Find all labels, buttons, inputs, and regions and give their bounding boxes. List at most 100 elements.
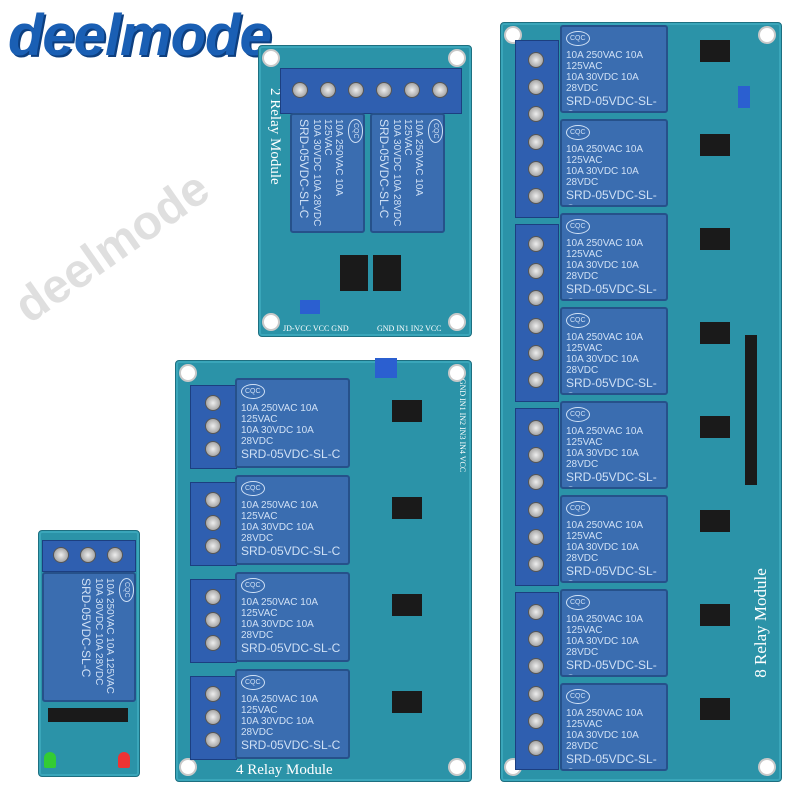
optocoupler bbox=[392, 400, 422, 422]
cert-mark: CQC bbox=[119, 578, 134, 602]
screw-terminal bbox=[53, 547, 70, 563]
screw-terminal bbox=[204, 441, 221, 458]
relay-model: SRD-05VDC-SL-C bbox=[241, 447, 341, 461]
screw-terminal bbox=[404, 82, 420, 98]
screw-terminal bbox=[204, 685, 221, 702]
mounting-hole bbox=[179, 364, 197, 382]
screw-terminal bbox=[528, 235, 544, 252]
screw-terminal bbox=[528, 290, 544, 307]
relay-model: SRD-05VDC-SL-C bbox=[566, 564, 657, 581]
cert-mark: CQC bbox=[566, 407, 590, 422]
relay-rating-2: 10A 30VDC 10A 28VDC bbox=[566, 730, 639, 752]
relay-rating-1: 10A 250VAC 10A 125VAC bbox=[566, 144, 643, 166]
screw-terminal bbox=[528, 161, 544, 177]
relay-rating-1: 10A 250VAC 10A 125VAC bbox=[566, 708, 643, 730]
screw-terminal bbox=[348, 82, 364, 98]
relay-rating-2: 10A 30VDC 10A 28VDC bbox=[93, 578, 104, 686]
screw-terminal bbox=[106, 547, 123, 563]
relay-rating-2: 10A 30VDC 10A 28VDC bbox=[241, 716, 314, 738]
screw-terminal bbox=[528, 529, 544, 545]
screw-terminal bbox=[528, 79, 544, 95]
header-pins bbox=[48, 708, 128, 722]
mounting-hole bbox=[448, 364, 466, 382]
mounting-hole bbox=[448, 49, 466, 67]
cert-mark: CQC bbox=[566, 31, 590, 46]
relay-rating-2: 10A 30VDC 10A 28VDC bbox=[566, 448, 639, 470]
optocoupler bbox=[373, 255, 401, 291]
screw-terminal bbox=[528, 317, 544, 334]
pin-labels: GND IN1 IN2 IN3 IN4 VCC bbox=[458, 378, 468, 473]
screw-terminal bbox=[376, 82, 392, 98]
jumper bbox=[375, 358, 397, 378]
relay-rating-1: 10A 250VAC 10A 125VAC bbox=[241, 403, 318, 425]
cert-mark: CQC bbox=[241, 384, 265, 399]
relay-rating-2: 10A 30VDC 10A 28VDC bbox=[566, 542, 639, 564]
cert-mark: CQC bbox=[566, 125, 590, 140]
screw-terminal bbox=[204, 538, 221, 555]
screw-terminal bbox=[528, 474, 544, 491]
screw-terminal bbox=[204, 515, 221, 531]
relay-rating-2: 10A 30VDC 10A 28VDC bbox=[311, 119, 322, 227]
screw-terminal bbox=[528, 188, 544, 205]
board-title: 4 Relay Module bbox=[236, 762, 333, 778]
relay-rating-2: 10A 30VDC 10A 28VDC bbox=[566, 354, 639, 376]
cert-mark: CQC bbox=[241, 481, 265, 496]
relay-model: SRD-05VDC-SL-C bbox=[241, 738, 341, 752]
cert-mark: CQC bbox=[241, 675, 265, 690]
mounting-hole bbox=[262, 49, 280, 67]
screw-terminal bbox=[432, 82, 448, 98]
relay-rating-2: 10A 30VDC 10A 28VDC bbox=[241, 619, 314, 641]
relay-rating-2: 10A 30VDC 10A 28VDC bbox=[566, 260, 639, 282]
screw-terminal bbox=[528, 106, 544, 123]
screw-terminal bbox=[528, 447, 544, 463]
optocoupler bbox=[392, 594, 422, 616]
optocoupler bbox=[700, 604, 730, 626]
cert-mark: CQC bbox=[241, 578, 265, 593]
green-led bbox=[44, 752, 56, 768]
optocoupler bbox=[392, 691, 422, 713]
optocoupler bbox=[700, 40, 730, 62]
screw-terminal bbox=[528, 556, 544, 573]
relay-rating-2: 10A 30VDC 10A 28VDC bbox=[566, 166, 639, 188]
screw-terminal bbox=[528, 631, 544, 647]
jumper bbox=[738, 86, 750, 108]
relay-rating-2: 10A 30VDC 10A 28VDC bbox=[391, 119, 402, 227]
relay-rating-1: 10A 250VAC 10A 125VAC bbox=[104, 578, 115, 694]
relay-model: SRD-05VDC-SL-C bbox=[241, 544, 341, 558]
relay-rating-2: 10A 30VDC 10A 28VDC bbox=[566, 636, 639, 658]
relay-rating-1: 10A 250VAC 10A 125VAC bbox=[241, 500, 318, 522]
relay-model: SRD-05VDC-SL-C bbox=[377, 119, 391, 219]
screw-terminal bbox=[204, 635, 221, 652]
screw-terminal bbox=[292, 82, 308, 98]
mounting-hole bbox=[179, 758, 197, 776]
optocoupler bbox=[700, 510, 730, 532]
relay-rating-1: 10A 250VAC 10A 125VAC bbox=[566, 332, 643, 354]
jumper bbox=[300, 300, 320, 314]
screw-terminal bbox=[204, 491, 221, 508]
red-led bbox=[118, 752, 130, 768]
relay-model: SRD-05VDC-SL-C bbox=[241, 641, 341, 655]
screw-terminal bbox=[528, 51, 544, 68]
board-title: 8 Relay Module bbox=[750, 568, 770, 678]
relay-model: SRD-05VDC-SL-C bbox=[566, 376, 657, 393]
mounting-hole bbox=[448, 758, 466, 776]
pin-labels-left: JD-VCC VCC GND bbox=[283, 324, 349, 333]
optocoupler bbox=[340, 255, 368, 291]
relay-rating-1: 10A 250VAC 10A 125VAC bbox=[566, 426, 643, 448]
screw-terminal bbox=[320, 82, 336, 98]
screw-terminal bbox=[528, 501, 544, 518]
screw-terminal bbox=[528, 685, 544, 702]
brand-logo: deelmode bbox=[8, 3, 272, 68]
optocoupler bbox=[700, 322, 730, 344]
